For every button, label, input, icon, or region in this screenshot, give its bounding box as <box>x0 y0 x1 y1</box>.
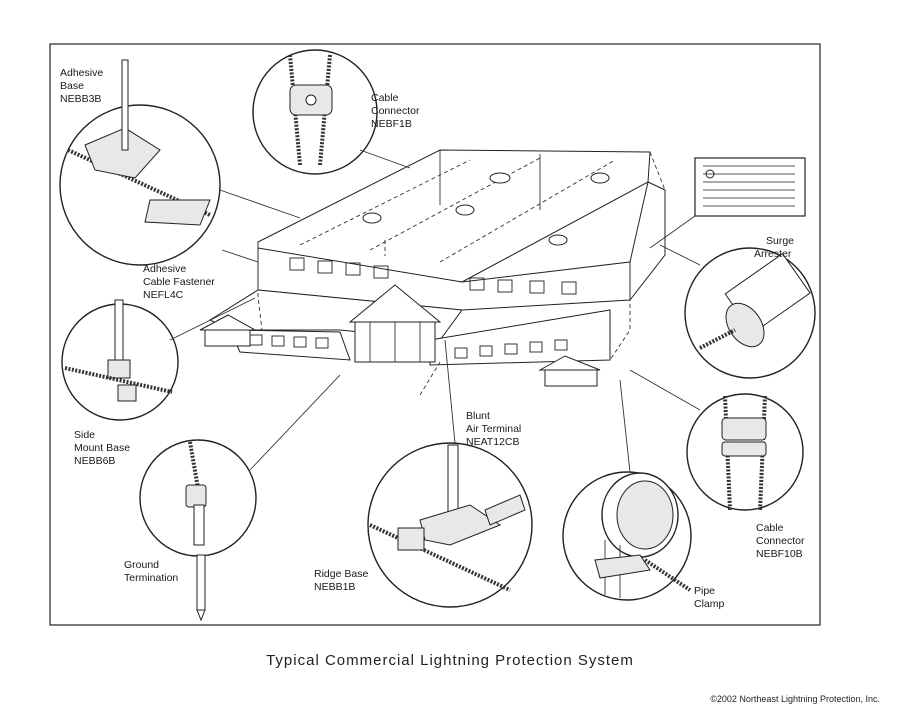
svg-text:Air Terminal: Air Terminal <box>466 423 521 435</box>
callout-adhesive-base: Adhesive Base NEBB3B <box>60 67 103 105</box>
svg-text:Connector: Connector <box>756 535 805 547</box>
callout-cable-connector-bottom: Cable Connector NEBF10B <box>756 522 805 560</box>
svg-text:Adhesive: Adhesive <box>60 67 103 79</box>
svg-text:Cable: Cable <box>371 92 399 104</box>
callout-adhesive-cable-fastener: Adhesive Cable Fastener NEFL4C <box>143 263 215 301</box>
svg-text:Connector: Connector <box>371 105 420 117</box>
copyright-notice: ©2002 Northeast Lightning Protection, In… <box>710 694 880 704</box>
callout-surge-arrester: Surge Arrester <box>754 235 794 260</box>
callout-ground-termination: Ground Termination <box>124 559 178 584</box>
detail-adhesive-base <box>59 59 301 266</box>
warning-label-plate <box>649 157 806 249</box>
svg-text:NEBB6B: NEBB6B <box>74 455 115 467</box>
svg-text:NEBF1B: NEBF1B <box>371 118 412 130</box>
detail-pipe-clamp <box>562 379 692 601</box>
diagram-caption: Typical Commercial Lightning Protection … <box>266 652 634 669</box>
svg-text:Side: Side <box>74 429 95 441</box>
callout-pipe-clamp: Pipe Clamp <box>694 585 725 610</box>
svg-text:Mount Base: Mount Base <box>74 442 130 454</box>
detail-cable-connector-bottom <box>629 369 804 511</box>
detail-cable-connector-top <box>252 49 411 175</box>
svg-text:Adhesive: Adhesive <box>143 263 186 275</box>
svg-text:Surge: Surge <box>766 235 794 247</box>
svg-text:NEBF10B: NEBF10B <box>756 548 803 560</box>
svg-text:Termination: Termination <box>124 572 178 584</box>
building-illustration <box>199 149 666 396</box>
callout-blunt-air-terminal: Blunt Air Terminal NEAT12CB <box>466 410 521 448</box>
svg-text:Clamp: Clamp <box>694 598 725 610</box>
svg-text:Blunt: Blunt <box>466 410 490 422</box>
svg-text:Pipe: Pipe <box>694 585 715 597</box>
callout-side-mount-base: Side Mount Base NEBB6B <box>74 429 130 467</box>
svg-text:NEBB3B: NEBB3B <box>60 93 101 105</box>
detail-ridge-base <box>367 339 533 608</box>
svg-text:Base: Base <box>60 80 84 92</box>
svg-text:Arrester: Arrester <box>754 248 792 260</box>
detail-surge-arrester <box>659 244 816 379</box>
svg-text:Cable Fastener: Cable Fastener <box>143 276 215 288</box>
svg-text:Ground: Ground <box>124 559 159 571</box>
svg-text:Cable: Cable <box>756 522 784 534</box>
svg-text:Ridge Base: Ridge Base <box>314 568 368 580</box>
diagram-frame <box>49 43 821 626</box>
svg-text:NEAT12CB: NEAT12CB <box>466 436 520 448</box>
detail-side-mount-base <box>61 297 256 421</box>
callout-cable-connector-top: Cable Connector NEBF1B <box>371 92 420 130</box>
detail-ground-termination <box>139 374 341 622</box>
svg-text:NEFL4C: NEFL4C <box>143 289 184 301</box>
svg-text:NEBB1B: NEBB1B <box>314 581 355 593</box>
callout-ridge-base: Ridge Base NEBB1B <box>314 568 368 593</box>
